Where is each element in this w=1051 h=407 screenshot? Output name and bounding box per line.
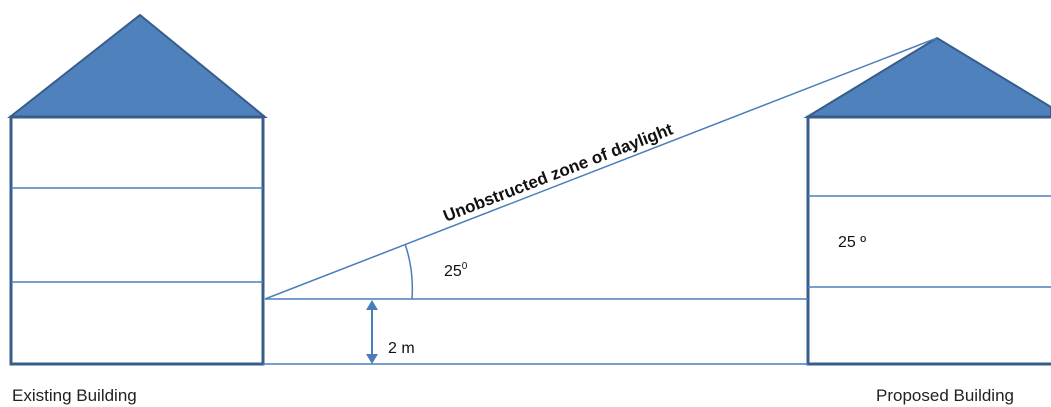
existing-building [7, 13, 268, 366]
existing-walls [9, 115, 265, 366]
angle-label-left: 250 [444, 261, 468, 280]
proposed-building-caption: Proposed Building [876, 386, 1014, 405]
angle-left-value: 25 [444, 263, 462, 280]
proposed-roof [803, 36, 1051, 118]
proposed-walls [806, 115, 1051, 366]
daylight-sight-line [264, 37, 938, 300]
angle-left-unit: 0 [462, 261, 468, 272]
angle-arc [404, 243, 414, 300]
height-label: 2 m [388, 340, 415, 357]
existing-roof [7, 13, 268, 118]
existing-building-caption: Existing Building [12, 386, 137, 405]
height-dimension-arrow [366, 300, 378, 364]
zone-label: Unobstructed zone of daylight [441, 119, 676, 225]
angle-label-right: 25 º [838, 234, 866, 251]
proposed-building [803, 36, 1051, 366]
